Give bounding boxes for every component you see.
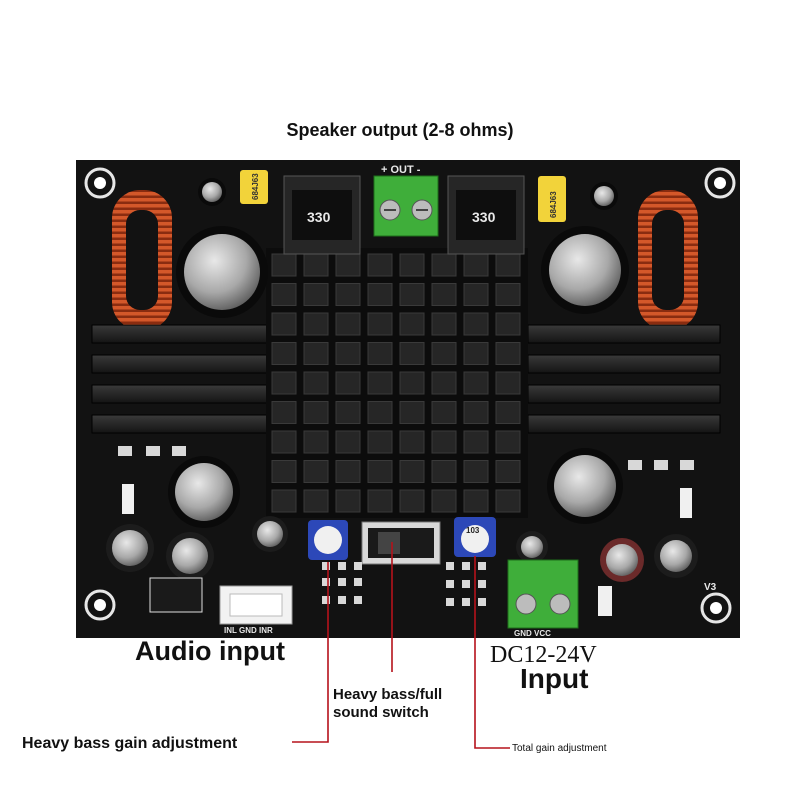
power-terminal-block (507, 559, 579, 629)
version-silkscreen: V3 (704, 582, 717, 593)
diodes (122, 484, 692, 616)
leader-lines (292, 542, 510, 749)
power-pins-silkscreen: GND VCC (514, 629, 551, 638)
audio-input-label: Audio input (135, 636, 285, 666)
inductor-marking-right: 330 (472, 209, 496, 225)
potentiometers (308, 517, 496, 560)
dc-voltage-label: DC12-24V (490, 642, 597, 668)
inductor-marking-left: 330 (307, 209, 331, 225)
electrolytic-capacitors (106, 178, 698, 582)
smd-inductors (283, 175, 525, 255)
output-terminal-block (373, 175, 439, 237)
total-gain-label: Total gain adjustment (512, 743, 607, 754)
bass-gain-label: Heavy bass gain adjustment (22, 735, 238, 752)
audio-pins-silkscreen: INL GND INR (224, 626, 273, 635)
smd-pads (118, 446, 694, 606)
out-silkscreen: + OUT - (381, 164, 421, 176)
toroid-inductors (112, 190, 698, 330)
film-cap-marking-left: 684J63 (251, 173, 260, 200)
audio-input-connector (219, 585, 293, 625)
slide-switch (361, 521, 441, 565)
mounting-holes (84, 167, 736, 624)
film-cap-marking-right: 684J63 (549, 191, 558, 218)
speaker-output-label: Speaker output (2-8 ohms) (286, 120, 514, 140)
side-heatsinks (91, 324, 721, 434)
potentiometer-marking: 103 (466, 526, 480, 535)
bass-switch-label: Heavy bass/full sound switch (333, 686, 443, 721)
power-input-label: Input (520, 663, 589, 694)
film-capacitors (240, 170, 566, 222)
central-heatsink (266, 248, 528, 518)
